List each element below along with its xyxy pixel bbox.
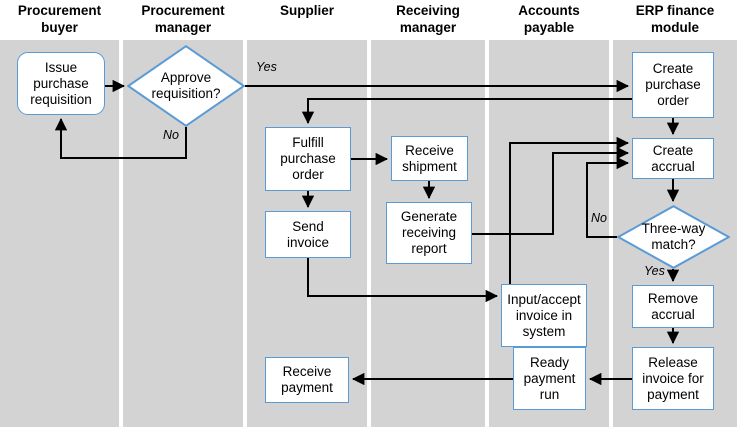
lane-supplier-header: Supplier xyxy=(247,0,367,40)
lane-procurement-manager-header: Procurement manager xyxy=(123,0,243,40)
lane-title-line2: payable xyxy=(523,20,575,35)
edge-label-approve-yes: Yes xyxy=(256,60,277,74)
lane-title-line2: manager xyxy=(399,20,457,35)
lane-title-line1: Procurement xyxy=(17,3,102,18)
edge-label-match-no: No xyxy=(591,211,607,225)
lane-procurement-buyer-header: Procurement buyer xyxy=(0,0,119,40)
lane-title-line1: Accounts xyxy=(518,3,580,18)
lane-title-line1: Procurement xyxy=(141,3,225,18)
node-three-way-match-shape xyxy=(617,205,730,269)
lane-accounts-payable-header: Accounts payable xyxy=(489,0,609,40)
lane-title-line1: Supplier xyxy=(279,3,334,18)
lane-title-line1: ERP finance xyxy=(635,3,715,18)
lane-receiving-manager-header: Receiving manager xyxy=(371,0,485,40)
lane-erp-finance-module-header: ERP finance module xyxy=(613,0,737,40)
edge-label-approve-no: No xyxy=(163,128,179,142)
lane-title-line2: module xyxy=(650,20,699,35)
lane-title-line2: buyer xyxy=(41,20,78,35)
node-approve-requisition-shape xyxy=(127,45,245,127)
edge-label-match-yes: Yes xyxy=(644,264,665,278)
lane-title-line2: manager xyxy=(154,20,212,35)
lane-title-line1: Receiving xyxy=(396,3,460,18)
